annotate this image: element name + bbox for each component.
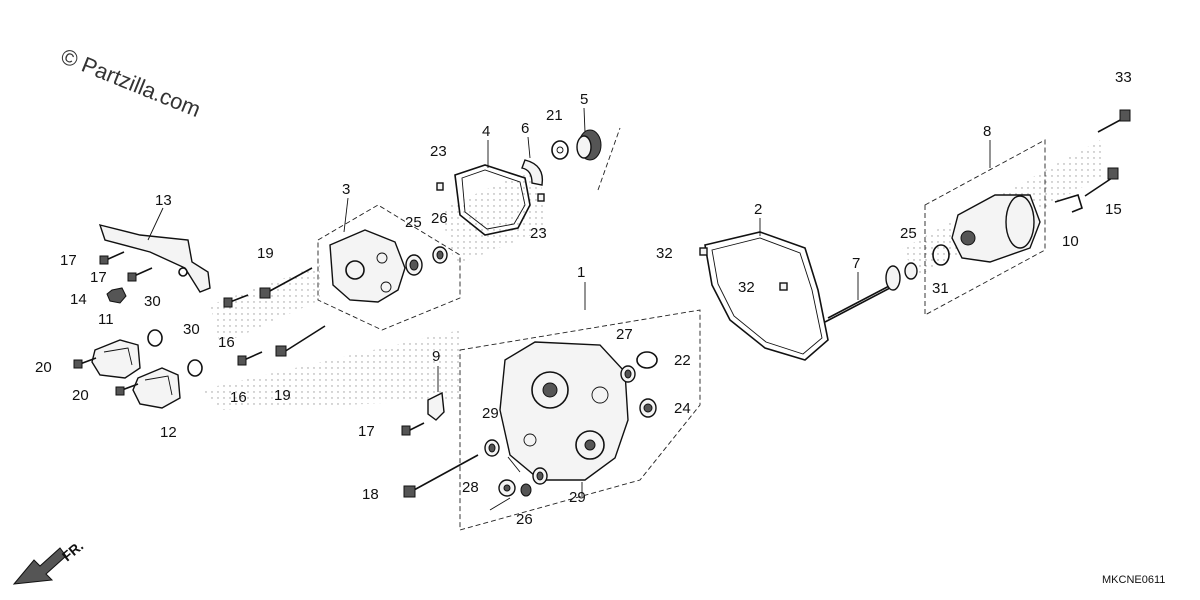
callout-7: 7 <box>852 255 860 272</box>
callout-26a: 26 <box>431 210 448 227</box>
bolts <box>73 109 1131 498</box>
callout-30b: 30 <box>183 321 200 338</box>
callout-30a: 30 <box>144 293 161 310</box>
watermark: © Partzilla.com <box>57 43 204 122</box>
callout-6: 6 <box>521 120 529 137</box>
leader-lines <box>147 107 991 511</box>
callout-19a: 19 <box>257 245 274 262</box>
callout-16a: 16 <box>218 334 235 351</box>
callout-24: 24 <box>674 400 691 417</box>
callout-33: 33 <box>1115 69 1132 86</box>
callout-20a: 20 <box>35 359 52 376</box>
callout-1: 1 <box>577 264 585 281</box>
callout-8: 8 <box>983 123 991 140</box>
callout-29a: 29 <box>482 405 499 422</box>
part-5-gear <box>576 129 602 161</box>
front-arrow: FR. <box>12 538 87 585</box>
part-4-gasket <box>454 164 531 236</box>
callout-32a: 32 <box>656 245 673 262</box>
diagram-code: MKCNE0611 <box>1102 574 1165 586</box>
case-bearings <box>484 365 657 497</box>
callout-2: 2 <box>754 201 762 218</box>
callout-20b: 20 <box>72 387 89 404</box>
callout-28: 28 <box>462 479 479 496</box>
callout-21: 21 <box>546 107 563 124</box>
small-rings <box>147 244 950 377</box>
part-6-segment <box>521 159 544 186</box>
callout-22: 22 <box>674 352 691 369</box>
callouts: 1 2 3 4 5 6 7 8 9 10 11 12 13 14 15 16 1… <box>35 69 1132 528</box>
callout-31: 31 <box>932 280 949 297</box>
callout-13: 13 <box>155 192 172 209</box>
callout-12: 12 <box>160 424 177 441</box>
callout-9: 9 <box>432 348 440 365</box>
callout-10: 10 <box>1062 233 1079 250</box>
callout-16b: 16 <box>230 389 247 406</box>
callout-29b: 29 <box>569 489 586 506</box>
callout-17b: 17 <box>90 269 107 286</box>
watermark-text: © Partzilla.com <box>57 43 204 122</box>
part-10-clip <box>1054 194 1083 213</box>
callout-5: 5 <box>580 91 588 108</box>
part-21-washer <box>551 140 569 160</box>
callout-32b: 32 <box>738 279 755 296</box>
part-12-upper <box>91 339 141 379</box>
part-7-shaft <box>824 262 918 323</box>
part-1-case <box>499 341 629 481</box>
callout-27: 27 <box>616 326 633 343</box>
callout-25a: 25 <box>405 214 422 231</box>
callout-17c: 17 <box>358 423 375 440</box>
callout-17a: 17 <box>60 252 77 269</box>
group-boxes <box>317 127 1046 531</box>
part-14-nut <box>106 287 127 304</box>
callout-18: 18 <box>362 486 379 503</box>
callout-15: 15 <box>1105 201 1122 218</box>
callout-25b: 25 <box>900 225 917 242</box>
part-12-lower <box>132 367 181 409</box>
part-2-gasket <box>699 231 829 361</box>
callout-3: 3 <box>342 181 350 198</box>
part-23-pins <box>436 182 545 202</box>
front-indicator-label: FR. <box>59 538 87 565</box>
callout-19b: 19 <box>274 387 291 404</box>
callout-26b: 26 <box>516 511 533 528</box>
part-9-bracket <box>427 391 445 421</box>
part-3-cover <box>329 229 406 303</box>
callout-4: 4 <box>482 123 490 140</box>
callout-23b: 23 <box>530 225 547 242</box>
part-13-bracket <box>98 224 211 293</box>
callout-23a: 23 <box>430 143 447 160</box>
callout-11: 11 <box>98 311 114 328</box>
callout-14: 14 <box>70 291 87 308</box>
bearings-upper <box>405 246 448 276</box>
part-8-motor <box>951 194 1041 263</box>
